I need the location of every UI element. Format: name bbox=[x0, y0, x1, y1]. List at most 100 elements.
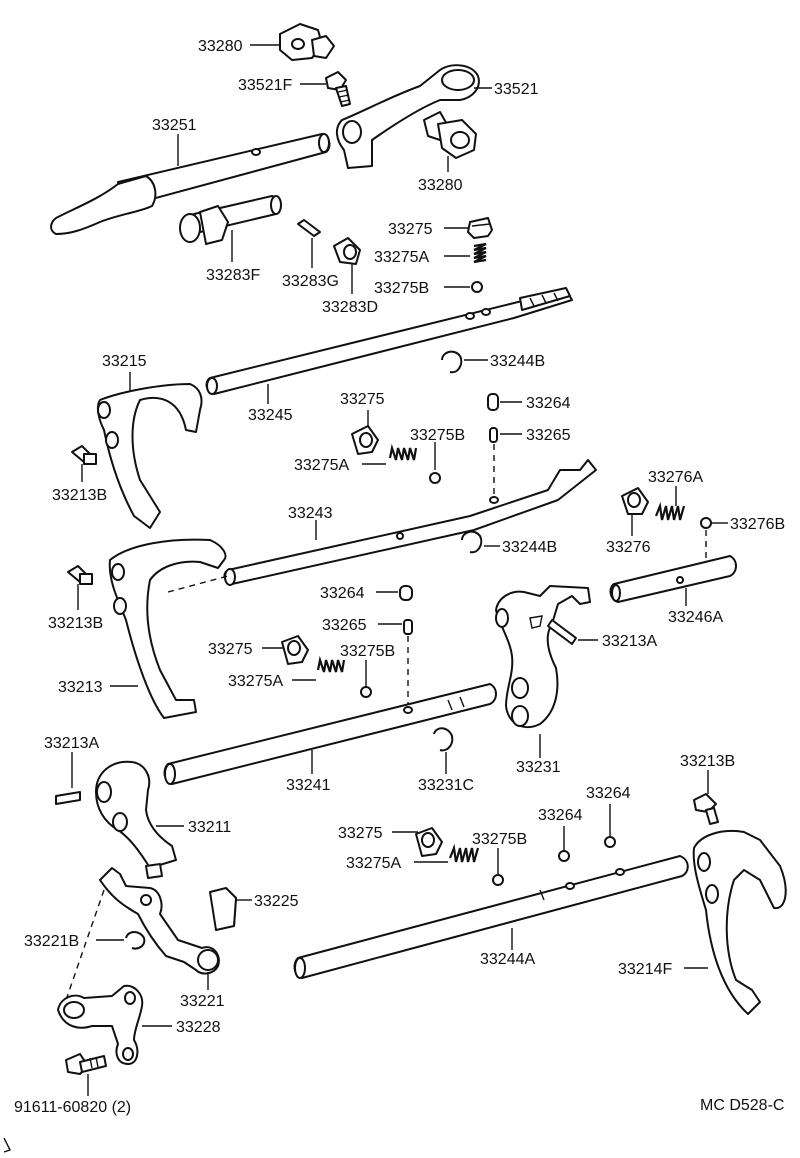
part-shaft-33243 bbox=[223, 459, 597, 586]
label-33243: 33243 bbox=[288, 505, 333, 522]
part-shift-head-33231 bbox=[495, 585, 591, 729]
part-shaft-33244A bbox=[293, 855, 689, 979]
part-clip-33221B bbox=[125, 931, 146, 950]
part-33283F bbox=[179, 195, 282, 245]
part-pin-33213A-a bbox=[547, 619, 577, 645]
label-33275B-c: 33275B bbox=[340, 643, 395, 660]
label-33276B: 33276B bbox=[730, 516, 785, 533]
label-91611-60820: 91611-60820 (2) bbox=[14, 1099, 131, 1116]
part-bolt-33521F bbox=[325, 71, 351, 107]
label-33275B-b: 33275B bbox=[410, 427, 465, 444]
label-33221: 33221 bbox=[180, 993, 225, 1010]
part-pin-33264-b bbox=[399, 585, 413, 601]
part-33211 bbox=[95, 760, 177, 879]
label-33244A: 33244A bbox=[480, 951, 535, 968]
part-plug-33276 bbox=[621, 487, 649, 515]
label-33228: 33228 bbox=[176, 1019, 221, 1036]
label-33213A-b: 33213A bbox=[44, 735, 99, 752]
label-33265-a: 33265 bbox=[526, 427, 571, 444]
label-33213A-a: 33213A bbox=[602, 633, 657, 650]
part-bolt-33213B-a bbox=[71, 445, 97, 465]
label-33214F: 33214F bbox=[618, 961, 672, 978]
label-33276: 33276 bbox=[606, 539, 651, 556]
part-33225 bbox=[209, 887, 237, 931]
label-33244B-b: 33244B bbox=[502, 539, 557, 556]
part-clip-33244B-b bbox=[461, 530, 483, 554]
label-33211: 33211 bbox=[188, 819, 231, 836]
label-33213: 33213 bbox=[58, 679, 103, 696]
label-33521: 33521 bbox=[494, 81, 539, 98]
label-33275A-c: 33275A bbox=[228, 673, 283, 690]
label-33264-b: 33264 bbox=[320, 585, 365, 602]
label-33276A: 33276A bbox=[648, 469, 703, 486]
label-33280-top: 33280 bbox=[198, 38, 243, 55]
label-33275A-d: 33275A bbox=[346, 855, 401, 872]
part-33283D bbox=[333, 237, 361, 265]
label-33246A: 33246A bbox=[668, 609, 723, 626]
part-shaft-33251 bbox=[50, 133, 331, 235]
label-33283F: 33283F bbox=[206, 267, 260, 284]
part-spring-33276A bbox=[654, 501, 686, 521]
part-pin-33213A-b bbox=[55, 791, 81, 805]
part-clip-33244B-a bbox=[441, 350, 463, 374]
part-shaft-33245 bbox=[205, 287, 573, 395]
part-pin-33283G bbox=[297, 219, 321, 237]
part-pin-33264-a bbox=[487, 393, 499, 411]
label-33275-d: 33275 bbox=[338, 825, 383, 842]
part-plug-33275-c bbox=[281, 635, 309, 665]
label-33213B-b: 33213B bbox=[48, 615, 103, 632]
part-33228 bbox=[57, 984, 144, 1065]
part-33221 bbox=[99, 867, 220, 975]
label-33265-b: 33265 bbox=[322, 617, 367, 634]
label-33215: 33215 bbox=[102, 353, 147, 370]
label-33275B-a: 33275B bbox=[374, 280, 429, 297]
part-ball-33275B-a bbox=[471, 281, 483, 293]
label-33225: 33225 bbox=[254, 893, 299, 910]
label-33231: 33231 bbox=[516, 759, 561, 776]
label-33280-bottom: 33280 bbox=[418, 177, 463, 194]
part-bolt-91611-60820 bbox=[65, 1053, 107, 1075]
part-labels: 33280 33521F 33521 33251 33280 33275 332… bbox=[14, 38, 785, 1116]
part-shaft-33246A bbox=[609, 555, 737, 603]
part-pin-33265-b bbox=[403, 619, 413, 635]
part-plug-33280-top bbox=[279, 23, 335, 61]
part-fork-33214F bbox=[692, 830, 787, 1015]
label-33264-c: 33264 bbox=[538, 807, 583, 824]
part-pin-33264-c bbox=[558, 850, 570, 862]
label-33275A-a: 33275A bbox=[374, 249, 429, 266]
part-shaft-33241 bbox=[163, 683, 497, 785]
label-33275-c: 33275 bbox=[208, 641, 253, 658]
label-33244B-a: 33244B bbox=[490, 353, 545, 370]
label-33231C: 33231C bbox=[418, 777, 474, 794]
part-plug-33275-a bbox=[467, 217, 493, 239]
label-33283D: 33283D bbox=[322, 299, 378, 316]
label-33275-a: 33275 bbox=[388, 221, 433, 238]
part-clip-33231C bbox=[433, 727, 454, 752]
label-33213B-c: 33213B bbox=[680, 753, 735, 770]
part-plug-33275-d bbox=[415, 827, 443, 857]
label-33264-a: 33264 bbox=[526, 395, 571, 412]
part-plug-33280-bottom bbox=[423, 111, 477, 159]
label-33213B-a: 33213B bbox=[52, 487, 107, 504]
part-fork-33215 bbox=[96, 383, 203, 529]
label-33275B-d: 33275B bbox=[472, 831, 527, 848]
part-spring-33275A-d bbox=[448, 843, 480, 863]
label-33251: 33251 bbox=[152, 117, 197, 134]
part-ball-33276B bbox=[700, 517, 712, 529]
part-lever-33521 bbox=[336, 64, 480, 169]
part-spring-33275A-b bbox=[388, 443, 418, 461]
label-33275A-b: 33275A bbox=[294, 457, 349, 474]
part-bolt-33213B-c bbox=[693, 793, 719, 825]
part-fork-33213 bbox=[108, 538, 227, 719]
label-33241: 33241 bbox=[286, 777, 331, 794]
part-pin-33265-a bbox=[489, 427, 498, 443]
corner-mark-icon bbox=[3, 1137, 11, 1153]
part-ball-33275B-b bbox=[429, 472, 441, 484]
label-33275-b: 33275 bbox=[340, 391, 385, 408]
part-ball-33275B-d bbox=[492, 874, 504, 886]
part-plug-33275-b bbox=[351, 425, 379, 455]
label-33245: 33245 bbox=[248, 407, 293, 424]
label-33264-d: 33264 bbox=[586, 785, 631, 802]
part-spring-33275A-a bbox=[473, 242, 487, 264]
